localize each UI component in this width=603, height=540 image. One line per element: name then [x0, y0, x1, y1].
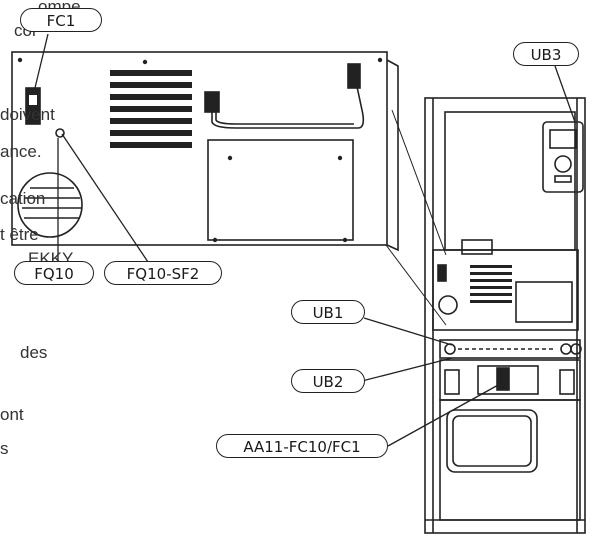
leader-ub2: [361, 357, 453, 382]
callout-fq10-sf2: FQ10-SF2: [104, 261, 222, 285]
unit-cable-entry: [439, 339, 581, 359]
bg-text-doivent: doivent: [0, 105, 55, 124]
unit-motor-housing: [477, 365, 539, 395]
leader-fq10-sf2: [61, 133, 149, 263]
detail-connector-left: [204, 91, 220, 113]
bg-text-ont: ont: [0, 405, 24, 424]
leader-ub3: [554, 65, 576, 123]
bg-text-des: des: [20, 343, 48, 362]
detail-screws: [17, 57, 383, 243]
callout-ub1: UB1: [291, 300, 365, 324]
unit-front-handle: [446, 409, 538, 473]
unit-electrical-box: [432, 249, 579, 331]
callout-ub3: UB3: [513, 42, 579, 66]
detail-louver-grille: [110, 70, 192, 148]
bg-text-ance: ance.: [0, 142, 42, 161]
unit-top-connector: [461, 239, 493, 255]
detail-cable: [211, 81, 365, 129]
unit-inner-panel: [515, 281, 573, 323]
detail-cable-2: [215, 110, 354, 125]
unit-motor-breaker: [496, 367, 510, 391]
unit-pump-right: [559, 369, 575, 395]
bg-text-s: s: [0, 439, 9, 458]
leader-ub1: [363, 317, 453, 346]
unit-display-module: [542, 121, 584, 193]
detail-panel-frame: [11, 51, 388, 246]
unit-cable-grommets: [444, 343, 582, 355]
detail-inner-enclosure: [207, 139, 354, 241]
unit-control-knob: [554, 155, 572, 173]
detail-panel-side: [386, 59, 399, 252]
unit-breaker-switch: [437, 264, 447, 282]
detail-reset-button: [55, 128, 65, 138]
leader-lines: [33, 33, 576, 447]
callout-fc1: FC1: [20, 8, 102, 32]
detail-connector-right: [347, 63, 361, 89]
callout-ub2: UB2: [291, 369, 365, 393]
detail-round-grille: [17, 172, 83, 238]
unit-round-grille: [438, 295, 458, 315]
unit-front-handle-inner: [452, 415, 532, 467]
unit-pump-left: [444, 369, 460, 395]
callout-fq10: FQ10: [14, 261, 94, 285]
unit-usb-port: [554, 175, 572, 183]
detail-round-grille-slats: [22, 187, 82, 219]
unit-front-panel: [439, 399, 581, 521]
bg-text-cation: cation: [0, 189, 46, 208]
bg-text-t-etre: t être: [0, 225, 39, 244]
unit-display-screen: [549, 129, 577, 149]
leader-aa11: [387, 383, 501, 447]
detail-panel: [11, 51, 399, 252]
zoom-projection-lines: [385, 109, 447, 326]
unit-electrical-grille: [470, 265, 512, 303]
callout-aa11-fc10-fc1: AA11-FC10/FC1: [216, 434, 388, 458]
unit-cabinet: [424, 97, 586, 534]
detail-breaker-toggle: [29, 95, 37, 105]
heat-pump-unit: [424, 97, 586, 534]
leader-fc1: [33, 33, 49, 93]
